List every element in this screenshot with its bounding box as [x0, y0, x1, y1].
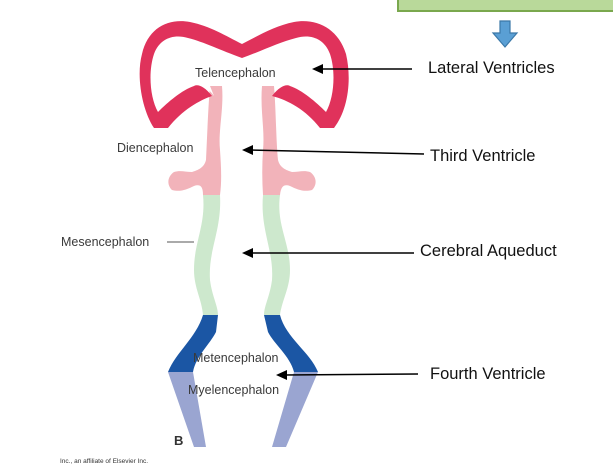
image-credit: Inc., an affiliate of Elsevier Inc. [60, 458, 148, 465]
arrow-lateral [312, 64, 412, 74]
label-myelencephalon: Myelencephalon [188, 383, 279, 397]
panel-letter: B [174, 433, 183, 448]
label-fourth-ventricle: Fourth Ventricle [430, 365, 546, 383]
arrow-third [242, 145, 425, 155]
label-metencephalon: Metencephalon [193, 351, 279, 365]
arrow-aqueduct [242, 248, 414, 258]
label-telencephalon: Telencephalon [195, 66, 276, 80]
arrow-fourth [276, 370, 419, 380]
myelencephalon-region [168, 372, 318, 447]
metencephalon-region [168, 315, 318, 372]
telencephalon-region [139, 21, 349, 128]
label-third-ventricle: Third Ventricle [430, 147, 535, 165]
diencephalon-region [168, 86, 316, 195]
label-cerebral-aqueduct: Cerebral Aqueduct [420, 242, 557, 260]
mesencephalon-region [194, 195, 290, 315]
label-mesencephalon: Mesencephalon [61, 235, 149, 249]
label-diencephalon: Diencephalon [117, 141, 193, 155]
label-lateral-ventricles: Lateral Ventricles [428, 59, 555, 77]
down-arrow-icon [491, 20, 519, 48]
telencephalon-inner [196, 84, 214, 96]
callout-box [397, 0, 613, 12]
